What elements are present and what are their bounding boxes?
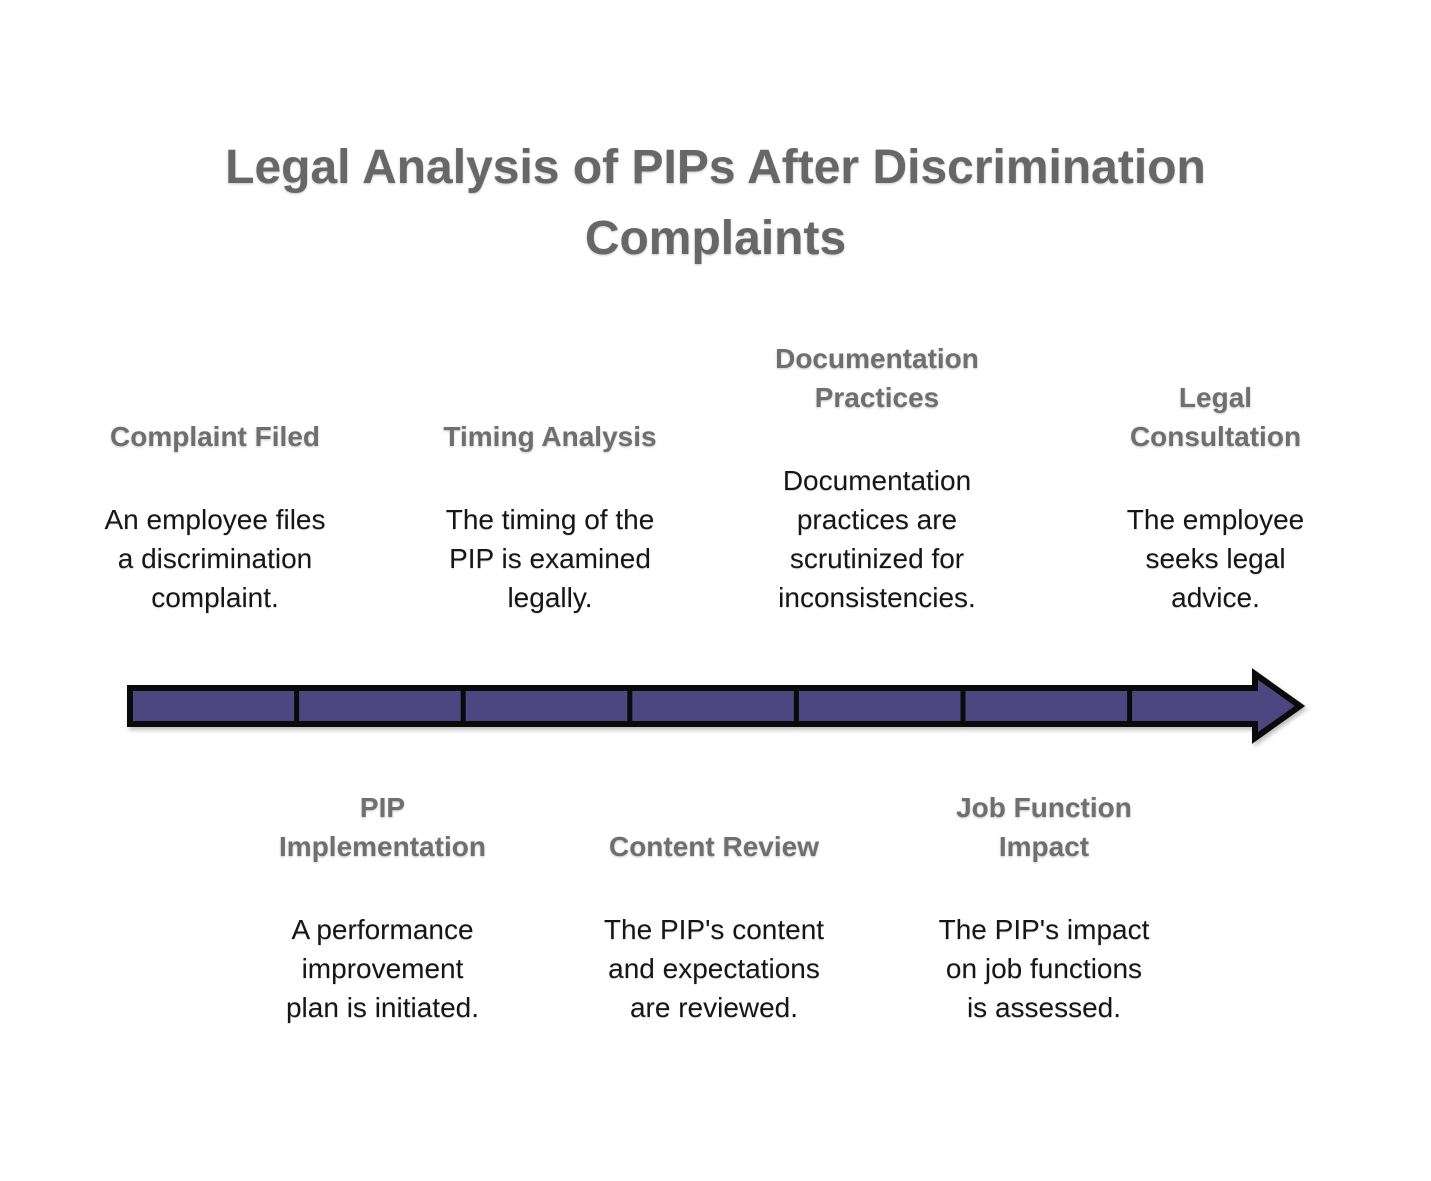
milestone-label: PIP Implementation	[279, 792, 486, 862]
milestone-description: A performance improvement plan is initia…	[285, 914, 479, 1023]
milestone-label-box: Content Review	[589, 786, 839, 866]
milestone-complaint-filed: Complaint Filed An employee files a disc…	[95, 417, 335, 617]
milestone-description: The timing of the PIP is examined legall…	[445, 504, 655, 613]
milestone-description: The PIP's content and expectations are r…	[603, 914, 825, 1023]
milestone-label-box: PIP Implementation	[275, 786, 490, 866]
milestone-label: Documentation Practices	[775, 343, 979, 413]
milestone-label: Complaint Filed	[110, 421, 320, 452]
milestone-label: Content Review	[608, 831, 820, 862]
milestone-label-box: Job Function Impact	[934, 786, 1154, 866]
milestone-label: Legal Consultation	[1129, 382, 1302, 452]
milestone-description: The employee seeks legal advice.	[1126, 504, 1305, 613]
milestone-description: Documentation practices are scrutinized …	[778, 465, 976, 613]
timeline-arrow	[127, 668, 1306, 744]
milestone-description: An employee files a discrimination compl…	[104, 504, 326, 613]
milestone-description: The PIP's impact on job functions is ass…	[938, 914, 1150, 1023]
milestone-label: Timing Analysis	[443, 421, 657, 452]
arrow-body	[127, 668, 1306, 744]
milestone-label: Job Function Impact	[956, 792, 1132, 862]
milestone-documentation-practices: Documentation Practices Documentation pr…	[752, 339, 1002, 617]
milestone-pip-implementation: PIP Implementation A performance improve…	[275, 786, 490, 1027]
milestone-job-function-impact: Job Function Impact The PIP's impact on …	[934, 786, 1154, 1027]
milestone-legal-consultation: Legal Consultation The employee seeks le…	[1098, 378, 1333, 617]
segment-dividers	[294, 686, 1133, 726]
milestone-content-review: Content Review The PIP's content and exp…	[589, 786, 839, 1027]
milestone-timing-analysis: Timing Analysis The timing of the PIP is…	[430, 417, 670, 617]
diagram-title: Legal Analysis of PIPs After Discriminat…	[225, 141, 1206, 265]
